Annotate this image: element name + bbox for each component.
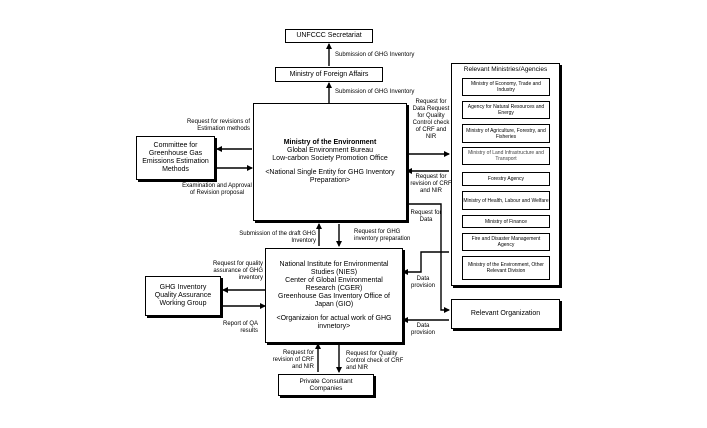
label-data-provision-2: Data provision xyxy=(410,323,435,336)
ministry-item: Forestry Agency xyxy=(462,172,550,186)
label-data-provision-1: Data provision xyxy=(410,276,435,289)
label-request-data: Request for Data xyxy=(410,210,442,223)
ministries-title: Relevant Ministries/Agencies xyxy=(463,66,548,73)
label-request-preparation: Request for GHG inventory preparation xyxy=(354,229,411,242)
mofa-label: Ministry of Foreign Affairs xyxy=(289,70,369,78)
consultant-label: Private Consultant Companies xyxy=(299,377,353,393)
consultant-box: Private Consultant Companies xyxy=(278,374,374,396)
moe-office: Low-carbon Society Promotion Office xyxy=(272,155,388,162)
moe-title: Ministry of the Environment xyxy=(283,139,377,146)
moe-box: Ministry of the Environment Global Envir… xyxy=(253,103,407,221)
moe-bureau: Global Environment Bureau xyxy=(287,147,373,154)
ministry-item: Ministry of the Environment, Other Relev… xyxy=(462,256,550,280)
mofa-box: Ministry of Foreign Affairs xyxy=(275,67,383,82)
arrow-ministries-to-nies xyxy=(402,251,449,275)
label-request-revision-crf-2: Request for revision of CRF and NIR xyxy=(272,350,314,370)
unfccc-secretariat-box: UNFCCC Secretariat xyxy=(285,29,373,43)
nies-line3: Greenhouse Gas Inventory Office of Japan… xyxy=(278,292,390,308)
ministry-item: Ministry of Health, Labour and Welfare xyxy=(462,191,550,210)
label-request-qc-2: Request for Quality Control check of CRF… xyxy=(346,351,404,371)
label-request-data-qc: Request for Data Request for Quality Con… xyxy=(412,99,450,140)
relevant-org-box: Relevant Organization xyxy=(451,299,560,329)
ministry-item: Ministry of Agriculture, Forestry, and F… xyxy=(462,124,550,143)
nies-line2: Center of Global Environmental Research … xyxy=(285,276,383,292)
ministry-item: Ministry of Economy, Trade and Industry xyxy=(462,78,550,96)
relevant-org-label: Relevant Organization xyxy=(470,310,541,317)
ministry-item: Ministry of Finance xyxy=(462,215,550,228)
committee-box: Committee for Greenhouse Gas Emissions E… xyxy=(136,136,215,180)
ministry-item: Fire and Disaster Management Agency xyxy=(462,233,550,251)
ministry-item: Agency for Natural Resources and Energy xyxy=(462,101,550,119)
nies-line1: National Institute for Environmental Stu… xyxy=(279,260,389,276)
label-request-revisions-methods: Request for revisions of Estimation meth… xyxy=(186,119,250,132)
label-submission-unfccc: Submission of GHG Inventory xyxy=(335,52,415,58)
unfccc-label: UNFCCC Secretariat xyxy=(296,32,362,39)
moe-note: <National Single Entity for GHG Inventor… xyxy=(265,169,395,184)
committee-label: Committee for Greenhouse Gas Emissions E… xyxy=(142,142,209,173)
label-submission-mofa: Submission of GHG Inventory xyxy=(335,89,415,95)
qa-working-group-box: GHG Inventory Quality Assurance Working … xyxy=(145,276,221,316)
label-request-revision-crf: Request for revision of CRF and NIR xyxy=(410,174,452,194)
label-report-qa: Report of QA results xyxy=(222,321,258,334)
nies-note: <Organizaion for actual work of GHG invn… xyxy=(276,314,392,330)
label-request-qa: Request for quality assurance of GHG inv… xyxy=(212,261,263,281)
label-examination-approval: Examination and Approval of Revision pro… xyxy=(182,183,252,196)
ministry-item: Ministry of Land Infrastructure and Tran… xyxy=(462,147,550,165)
qa-working-group-label: GHG Inventory Quality Assurance Working … xyxy=(154,284,212,307)
arrow-moe-to-relevant-org xyxy=(407,203,450,313)
nies-box: National Institute for Environmental Stu… xyxy=(265,248,403,343)
label-submission-draft: Submission of the draft GHG Inventory xyxy=(239,231,316,244)
